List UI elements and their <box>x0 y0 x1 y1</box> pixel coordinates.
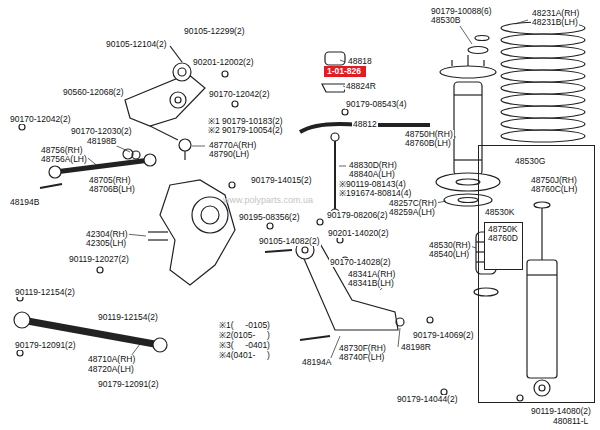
part-number: 48540(LH) <box>428 250 470 259</box>
part-number: 48194A <box>301 358 332 367</box>
nut <box>19 71 523 401</box>
part-number: ※3( -0401) <box>218 341 271 350</box>
part-number: 48530B <box>430 16 461 25</box>
part-number: 48760C(LH) <box>530 185 578 194</box>
part-number: 48194B <box>9 198 40 207</box>
part-number: 90119-12154(2) <box>14 288 76 297</box>
part-number: 48730F(RH) <box>338 344 387 353</box>
part-number: 90195-08356(2) <box>238 213 301 222</box>
inset-box: 48750K48760D <box>484 222 523 270</box>
watermark: www.polyparts.com.ua <box>222 196 314 205</box>
part-number: 42305(LH) <box>85 239 127 248</box>
part-number: 90560-12068(2) <box>62 88 125 97</box>
part-number: 90179-14069(2) <box>412 331 475 340</box>
part-number: 90170-12042(2) <box>9 115 72 124</box>
part-number: 48231B(LH) <box>531 18 579 27</box>
lower-rod <box>14 295 167 356</box>
part-number: 90105-14082(2) <box>258 237 321 246</box>
part-number: 48824R <box>345 82 377 91</box>
knuckle <box>148 180 235 285</box>
part-number: ※1 90179-10183(2) <box>207 117 284 126</box>
part-number: 90170-12042(2) <box>208 90 271 99</box>
part-number: 48341A(RH) <box>347 270 396 279</box>
part-number: 48530G <box>514 157 546 166</box>
part-number: 48812 <box>352 120 378 129</box>
part-number: 48750J(RH) <box>530 176 578 185</box>
lower-arm <box>265 240 404 340</box>
lateral-rod <box>40 154 156 188</box>
part-number: 48790(LH) <box>208 150 250 159</box>
leader-line <box>78 20 528 360</box>
part-number: 90179-08206(2) <box>326 211 389 220</box>
part-number: 90201-12002(2) <box>192 58 255 67</box>
part-number: 90201-14020(2) <box>327 229 390 238</box>
part-number: ※2 90179-10054(2) <box>207 126 284 135</box>
part-number: 48705(RH) <box>88 176 132 185</box>
inset-panel: 48530G 48750J(RH)48760C(LH) 48530K 48750K48… <box>478 145 595 403</box>
part-number: 42304(RH) <box>85 230 129 239</box>
part-number: 48830D(RH) <box>348 161 398 170</box>
part-code-tag: 1-01-826 <box>324 66 366 77</box>
part-number: 90179-12091(2) <box>97 380 160 389</box>
part-number: 90119-12027(2) <box>68 255 130 264</box>
part-number: 48720A(LH) <box>87 365 135 374</box>
part-number: 90179-14015(2) <box>250 176 313 185</box>
part-number: 90179-12091(2) <box>14 341 77 350</box>
part-number: ※191674-80814(4) <box>338 189 412 198</box>
part-number: 48257C(RH) <box>388 199 438 208</box>
part-number: ※90119-08143(4) <box>338 180 407 189</box>
part-number: 48710A(RH) <box>87 355 136 364</box>
part-number: 48756A(LH) <box>40 155 88 164</box>
part-number: ※1( -0105) <box>218 321 271 330</box>
part-number: 48740F(LH) <box>338 353 385 362</box>
part-number: ※2(0105- ) <box>218 331 271 340</box>
part-number: 48259A(LH) <box>388 208 436 217</box>
part-number: 90119-14080(2) <box>530 407 592 416</box>
part-number: 48530K <box>484 208 515 217</box>
part-number: 90170-12030(2) <box>70 127 133 136</box>
part-number: 48750K <box>488 225 519 234</box>
part-number: 48818 <box>347 57 373 66</box>
part-number: 48198B <box>86 137 117 146</box>
part-number: 90105-12299(2) <box>183 27 246 36</box>
part-number: 90179-10088(6) <box>430 7 493 16</box>
part-number: 90170-14028(2) <box>329 258 392 267</box>
part-number: 480811-L <box>552 417 589 426</box>
part-number: 48756(RH) <box>40 146 84 155</box>
part-number: 48770A(RH) <box>208 141 257 150</box>
part-number: 90119-12154(2) <box>97 313 159 322</box>
part-number: 48760D <box>488 234 519 243</box>
part-number: 1-01-826 <box>327 67 363 76</box>
part-number: 90179-08543(4) <box>345 100 408 109</box>
part-number: 48198R <box>400 343 432 352</box>
part-number: ※4(0401- ) <box>218 351 271 360</box>
part-number: 90179-14044(2) <box>396 395 459 404</box>
part-number: 48341B(LH) <box>347 279 395 288</box>
part-number: 48840A(LH) <box>348 170 396 179</box>
part-number: 48760B(LH) <box>404 139 452 148</box>
part-number: 48750H(RH) <box>404 130 454 139</box>
part-number: 48530(RH) <box>428 241 472 250</box>
part-number: 48231A(RH) <box>531 9 580 18</box>
part-number: 48706B(LH) <box>88 185 136 194</box>
coil-spring <box>501 22 585 142</box>
part-number: 90105-12104(2) <box>105 40 168 49</box>
